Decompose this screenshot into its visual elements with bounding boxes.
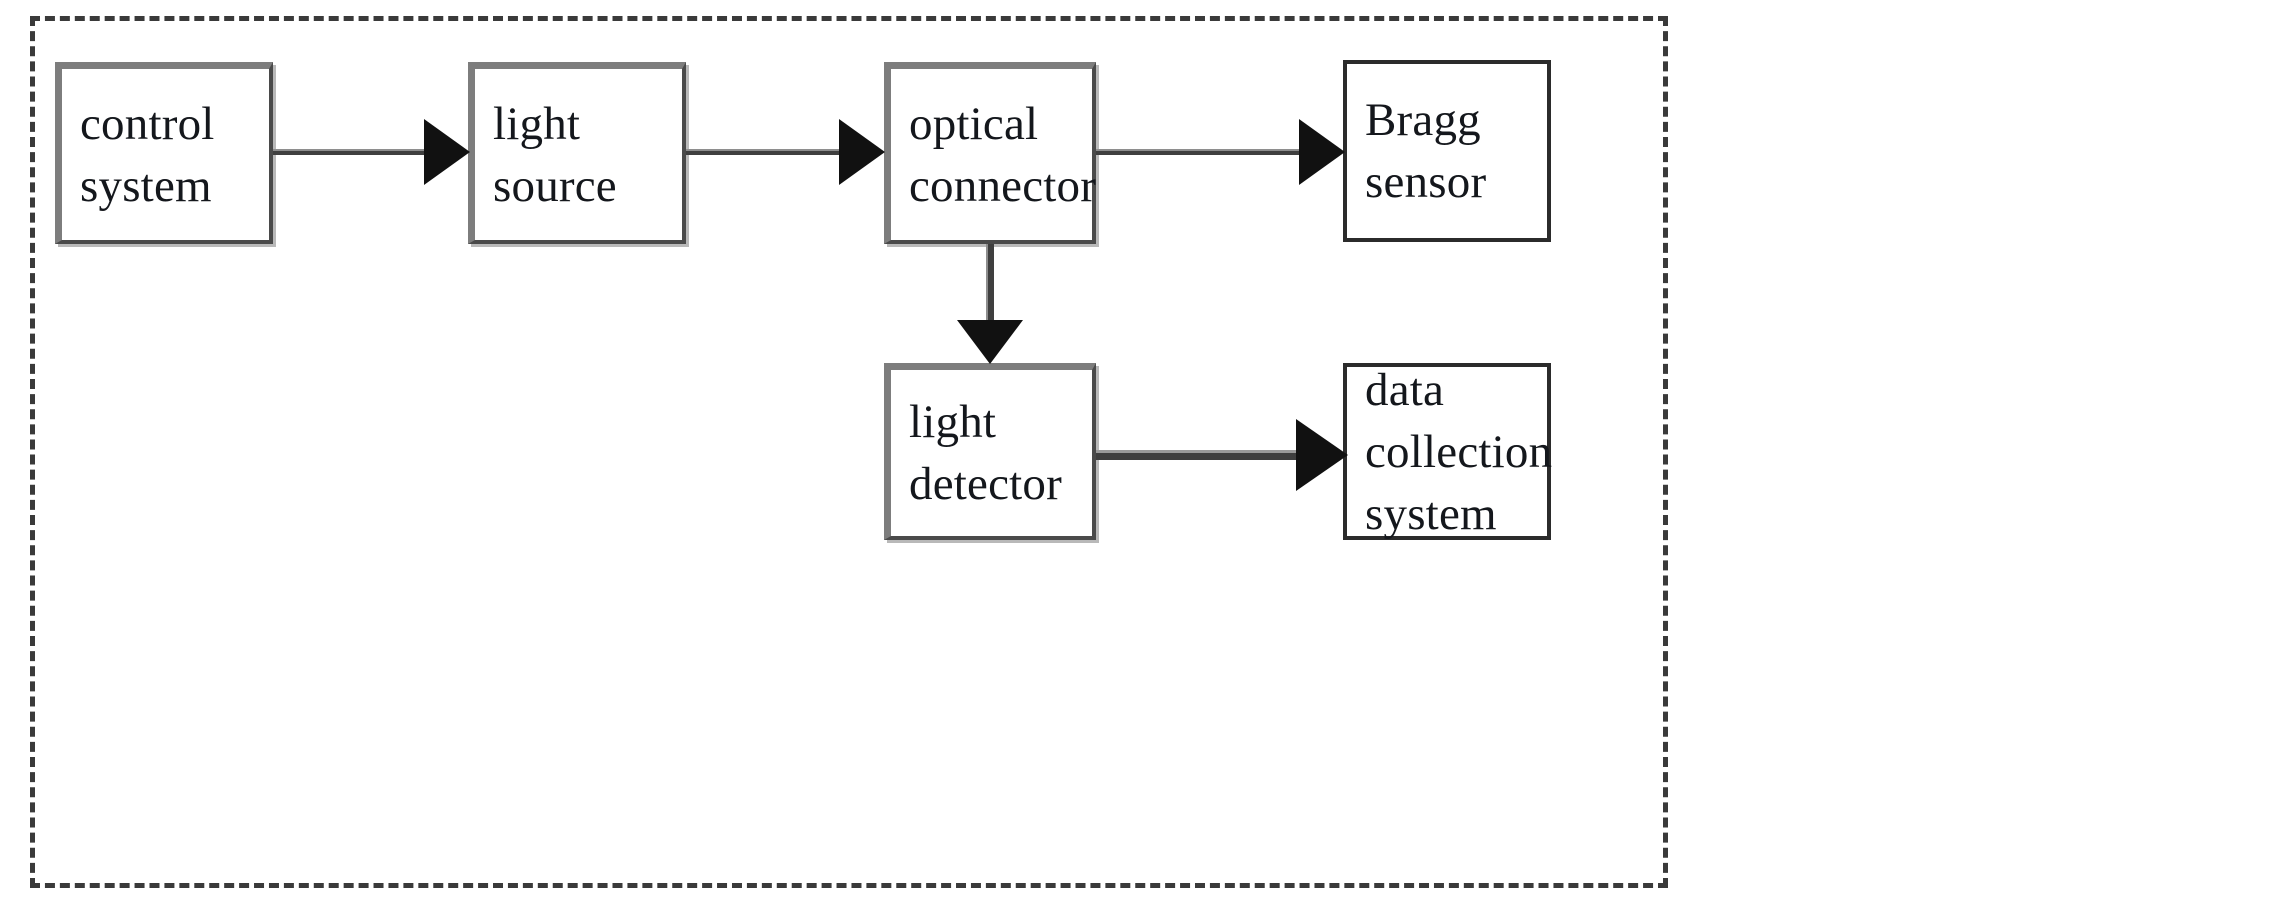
block-bragg-sensor-line-1: Bragg [1365, 93, 1481, 146]
arrowhead-light-source-to-optical-connector [839, 119, 885, 185]
block-light-source-line-2: source [493, 159, 617, 212]
block-data-collection-system-line-1: data [1365, 363, 1445, 416]
block-bragg-sensor-line-2: sensor [1365, 156, 1487, 208]
block-optical-connector-label: optical connector [909, 92, 1096, 216]
block-data-collection-system[interactable]: data collection system [1343, 363, 1552, 540]
arrowhead-optical-connector-to-bragg-sensor [1299, 119, 1345, 185]
block-optical-connector[interactable]: optical connector [884, 62, 1096, 244]
block-light-detector-label: light detector [909, 391, 1062, 515]
block-light-detector-line-1: light [909, 395, 997, 448]
connector-light-source-to-optical-connector [686, 149, 843, 155]
block-control-system-label: control system [80, 92, 215, 216]
block-light-detector-line-2: detector [909, 458, 1062, 510]
block-optical-connector-line-2: connector [909, 159, 1097, 212]
block-data-collection-system-line-2: collection [1365, 425, 1553, 478]
block-control-system[interactable]: control system [55, 62, 273, 244]
arrowhead-light-detector-to-data-collection-system [1296, 419, 1348, 491]
block-light-source-line-1: light [493, 97, 581, 150]
connector-optical-connector-to-bragg-sensor [1096, 149, 1303, 155]
connector-optical-connector-to-light-detector [986, 244, 994, 324]
block-bragg-sensor[interactable]: Bragg sensor [1343, 60, 1551, 242]
block-optical-connector-line-1: optical [909, 97, 1039, 150]
block-bragg-sensor-label: Bragg sensor [1365, 89, 1486, 213]
block-control-system-line-2: system [80, 159, 212, 212]
arrowhead-optical-connector-to-light-detector [957, 320, 1023, 364]
block-light-detector[interactable]: light detector [884, 363, 1096, 540]
connector-light-detector-to-data-collection-system [1096, 450, 1308, 460]
block-control-system-line-1: control [80, 97, 215, 150]
arrowhead-control-system-to-light-source [424, 119, 470, 185]
connector-control-system-to-light-source [273, 149, 428, 155]
block-data-collection-system-label: data collection system [1365, 358, 1552, 544]
interrogator-boundary-dashed-rectangle [30, 16, 1668, 888]
block-light-source[interactable]: light source [468, 62, 686, 244]
block-light-source-label: light source [493, 92, 617, 216]
block-data-collection-system-line-3: system [1365, 487, 1497, 540]
